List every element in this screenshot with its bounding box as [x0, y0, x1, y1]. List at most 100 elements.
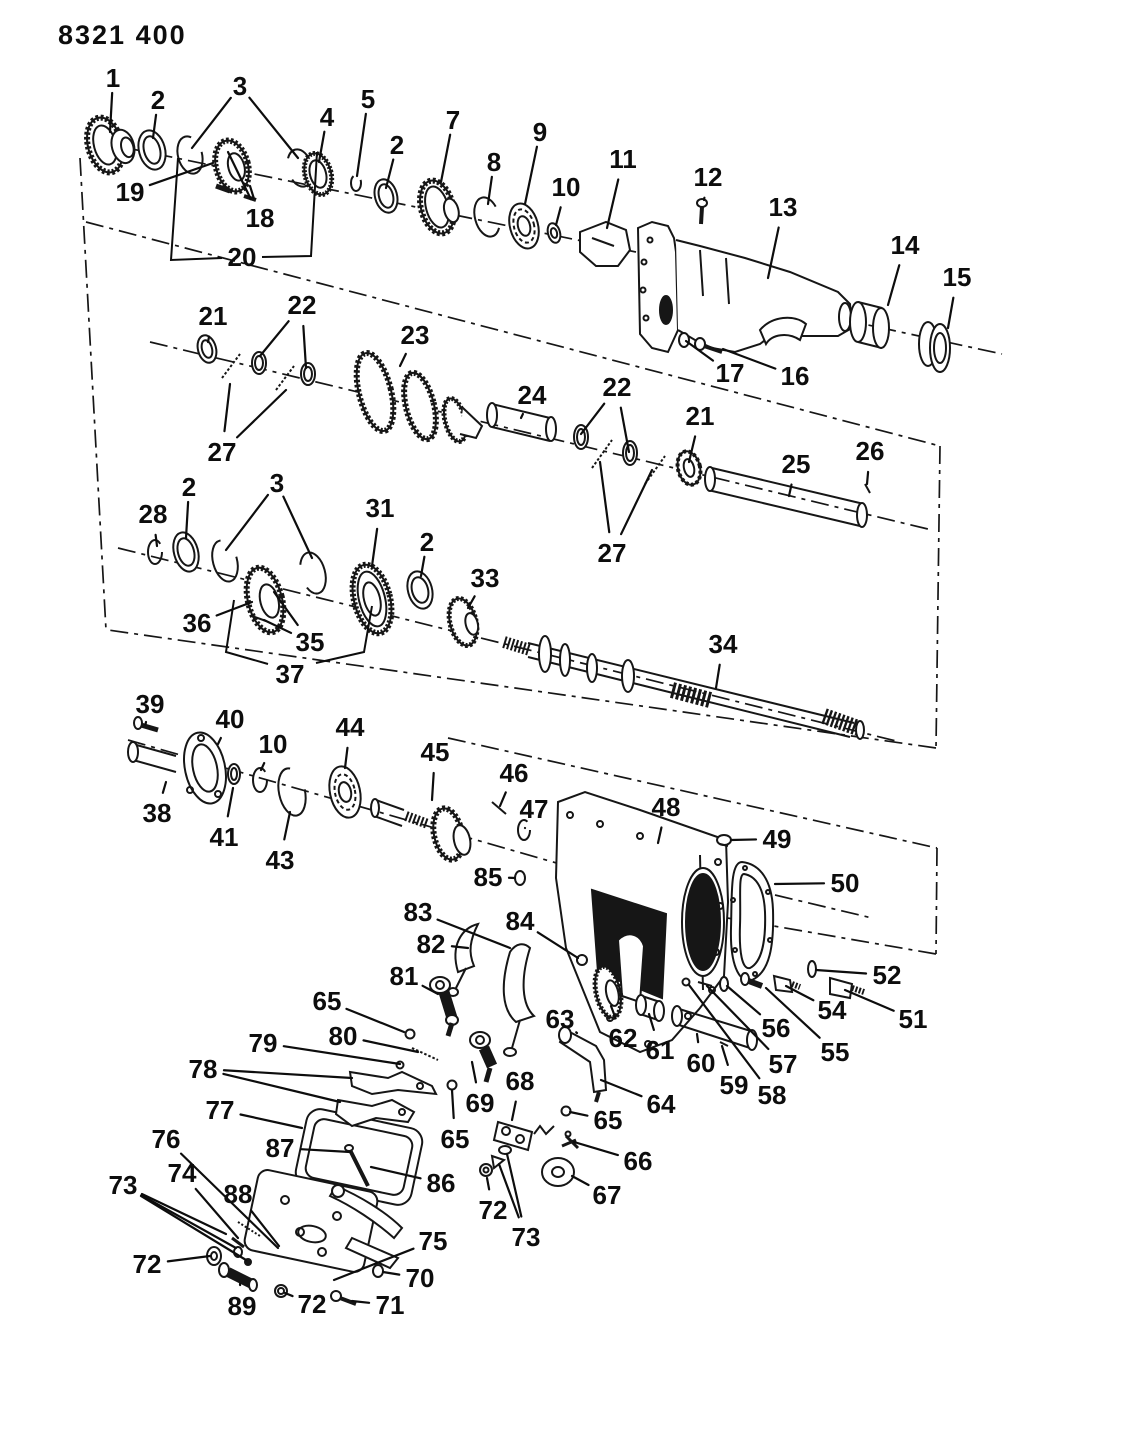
part-callout-13: 13 — [769, 192, 798, 222]
drive-pinion-shaft — [370, 798, 472, 863]
part-callout-89: 89 — [228, 1291, 257, 1321]
part-callout-27: 27 — [208, 437, 237, 467]
callout-leader-10 — [554, 206, 562, 227]
callout-leader-21 — [206, 335, 211, 344]
callout-leader-78 — [222, 1069, 354, 1080]
callout-leader-4 — [317, 130, 326, 164]
shift-shaft-operating-lever-2 — [469, 1031, 498, 1083]
low-speed-gear — [446, 596, 480, 648]
callout-leader-3 — [248, 96, 300, 160]
callout-leader-46 — [498, 791, 507, 808]
callout-leader-28 — [154, 533, 159, 548]
callout-leader-3 — [190, 96, 232, 150]
callout-leader-2 — [419, 555, 426, 578]
callout-leader-25 — [787, 483, 793, 498]
callout-leader-22 — [619, 406, 631, 454]
group-20-bracket — [169, 157, 223, 262]
part-callout-75: 75 — [419, 1226, 448, 1256]
callout-leader-59 — [720, 1044, 729, 1067]
hex-nut — [479, 1163, 493, 1177]
part-callout-65: 65 — [594, 1105, 623, 1135]
part-callout-1: 1 — [106, 63, 120, 93]
washer-and-cone — [490, 1145, 512, 1170]
part-callout-22: 22 — [288, 290, 317, 320]
washer — [172, 531, 200, 573]
part-callout-40: 40 — [216, 704, 245, 734]
callout-leader-60 — [695, 1032, 700, 1044]
callout-leader-63 — [575, 1031, 579, 1035]
part-callout-72: 72 — [133, 1249, 162, 1279]
part-callout-86: 86 — [427, 1168, 456, 1198]
callout-leader-76 — [179, 1152, 280, 1250]
part-callout-38: 38 — [143, 798, 172, 828]
part-callout-60: 60 — [687, 1048, 716, 1078]
part-callout-20: 20 — [228, 242, 257, 272]
part-callout-83: 83 — [404, 897, 433, 927]
callout-leader-27 — [598, 460, 611, 534]
synchronizer-hub — [212, 137, 252, 195]
part-callout-45: 45 — [421, 737, 450, 767]
callout-leader-65 — [450, 1088, 455, 1120]
callout-leader-48 — [656, 826, 663, 845]
callout-leader-26 — [865, 470, 870, 486]
switch-washer — [807, 960, 817, 978]
part-callout-28: 28 — [139, 499, 168, 529]
case-gasket — [729, 860, 775, 982]
shift-lever-upper — [348, 1070, 438, 1096]
part-callout-64: 64 — [647, 1089, 676, 1119]
callout-leader-21 — [687, 435, 697, 464]
callout-leader-35 — [272, 590, 299, 627]
return-spring — [237, 1221, 261, 1237]
part-callout-51: 51 — [899, 1004, 928, 1034]
part-callout-58: 58 — [758, 1080, 787, 1110]
part-callout-50: 50 — [831, 868, 860, 898]
part-callout-73: 73 — [512, 1222, 541, 1252]
callout-leader-2 — [184, 500, 190, 540]
callout-leader-82 — [450, 945, 470, 950]
woodruff-key — [491, 801, 507, 815]
part-callout-39: 39 — [136, 689, 165, 719]
blocking-ring — [301, 150, 335, 198]
retainer-bolt — [133, 716, 159, 733]
callout-leader-9 — [523, 145, 539, 206]
callout-leader-81 — [421, 984, 440, 996]
part-callout-21: 21 — [199, 301, 228, 331]
callout-leader-66 — [572, 1140, 619, 1157]
part-callout-55: 55 — [821, 1037, 850, 1067]
part-callout-88: 88 — [224, 1179, 253, 1209]
part-callout-22: 22 — [603, 372, 632, 402]
part-callout-48: 48 — [652, 792, 681, 822]
callout-leader-77 — [239, 1113, 304, 1130]
callout-leader-65 — [345, 1007, 406, 1034]
callout-leader-10 — [259, 761, 266, 772]
part-callout-70: 70 — [406, 1263, 435, 1293]
callout-leader-27 — [223, 382, 232, 433]
part-callout-4: 4 — [320, 102, 335, 132]
main-drive-gear — [84, 114, 136, 176]
callout-leader-79 — [282, 1045, 402, 1066]
part-callout-65: 65 — [441, 1124, 470, 1154]
reverse-shift-lever — [558, 1026, 608, 1103]
mainshaft — [502, 635, 865, 740]
callout-leader-57 — [705, 984, 770, 1051]
part-callout-27: 27 — [598, 538, 627, 568]
callout-leader-71 — [350, 1299, 371, 1304]
callout-leader-24 — [519, 412, 525, 420]
small-snap-ring — [350, 174, 362, 192]
snap-ring — [473, 196, 501, 238]
part-callout-56: 56 — [762, 1013, 791, 1043]
group-20-bracket — [261, 151, 318, 258]
callout-leader-11 — [605, 178, 620, 230]
callout-leader-61 — [647, 1012, 655, 1032]
part-callout-26: 26 — [856, 436, 885, 466]
callout-leader-84 — [536, 931, 580, 960]
roller-spacer-spring — [221, 353, 241, 379]
roller-spacer-spring — [275, 365, 295, 391]
callout-leader-23 — [398, 352, 407, 368]
callout-leader-45 — [430, 771, 435, 802]
callout-leader-22 — [579, 402, 606, 436]
callout-leader-55 — [764, 986, 821, 1039]
snap-ring — [252, 767, 268, 793]
callout-leader-27 — [235, 388, 288, 439]
